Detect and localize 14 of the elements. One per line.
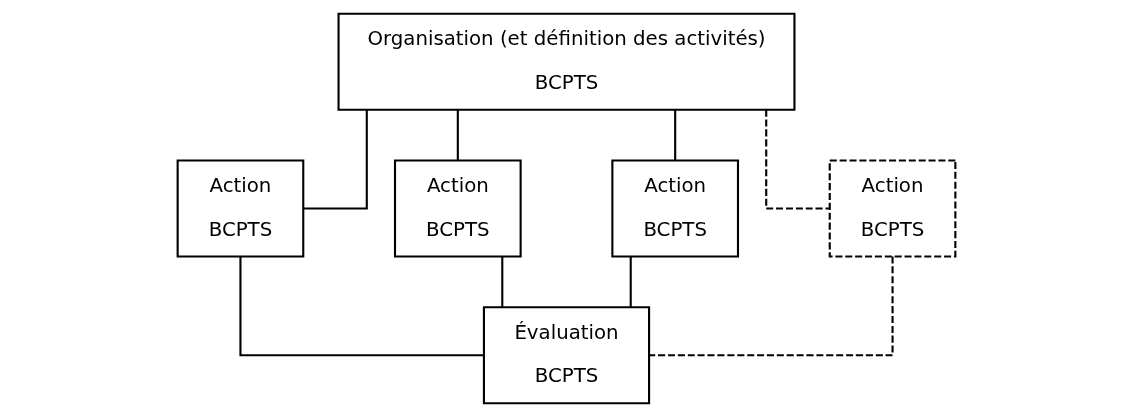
connector [648,256,894,357]
node-box: Action BCPTS [176,159,304,258]
connector [238,256,484,357]
node-box: Action BCPTS [610,159,739,258]
connector [303,109,368,210]
connector [764,109,829,210]
connector [629,256,632,308]
connector [456,109,459,161]
node-box: Action BCPTS [828,159,956,258]
node-box: Évaluation BCPTS [482,306,650,405]
connector [500,256,503,308]
node-box: Action BCPTS [393,159,522,258]
node-box: Organisation (et définition des activités) BCPTS [337,12,795,111]
connector [673,109,676,161]
